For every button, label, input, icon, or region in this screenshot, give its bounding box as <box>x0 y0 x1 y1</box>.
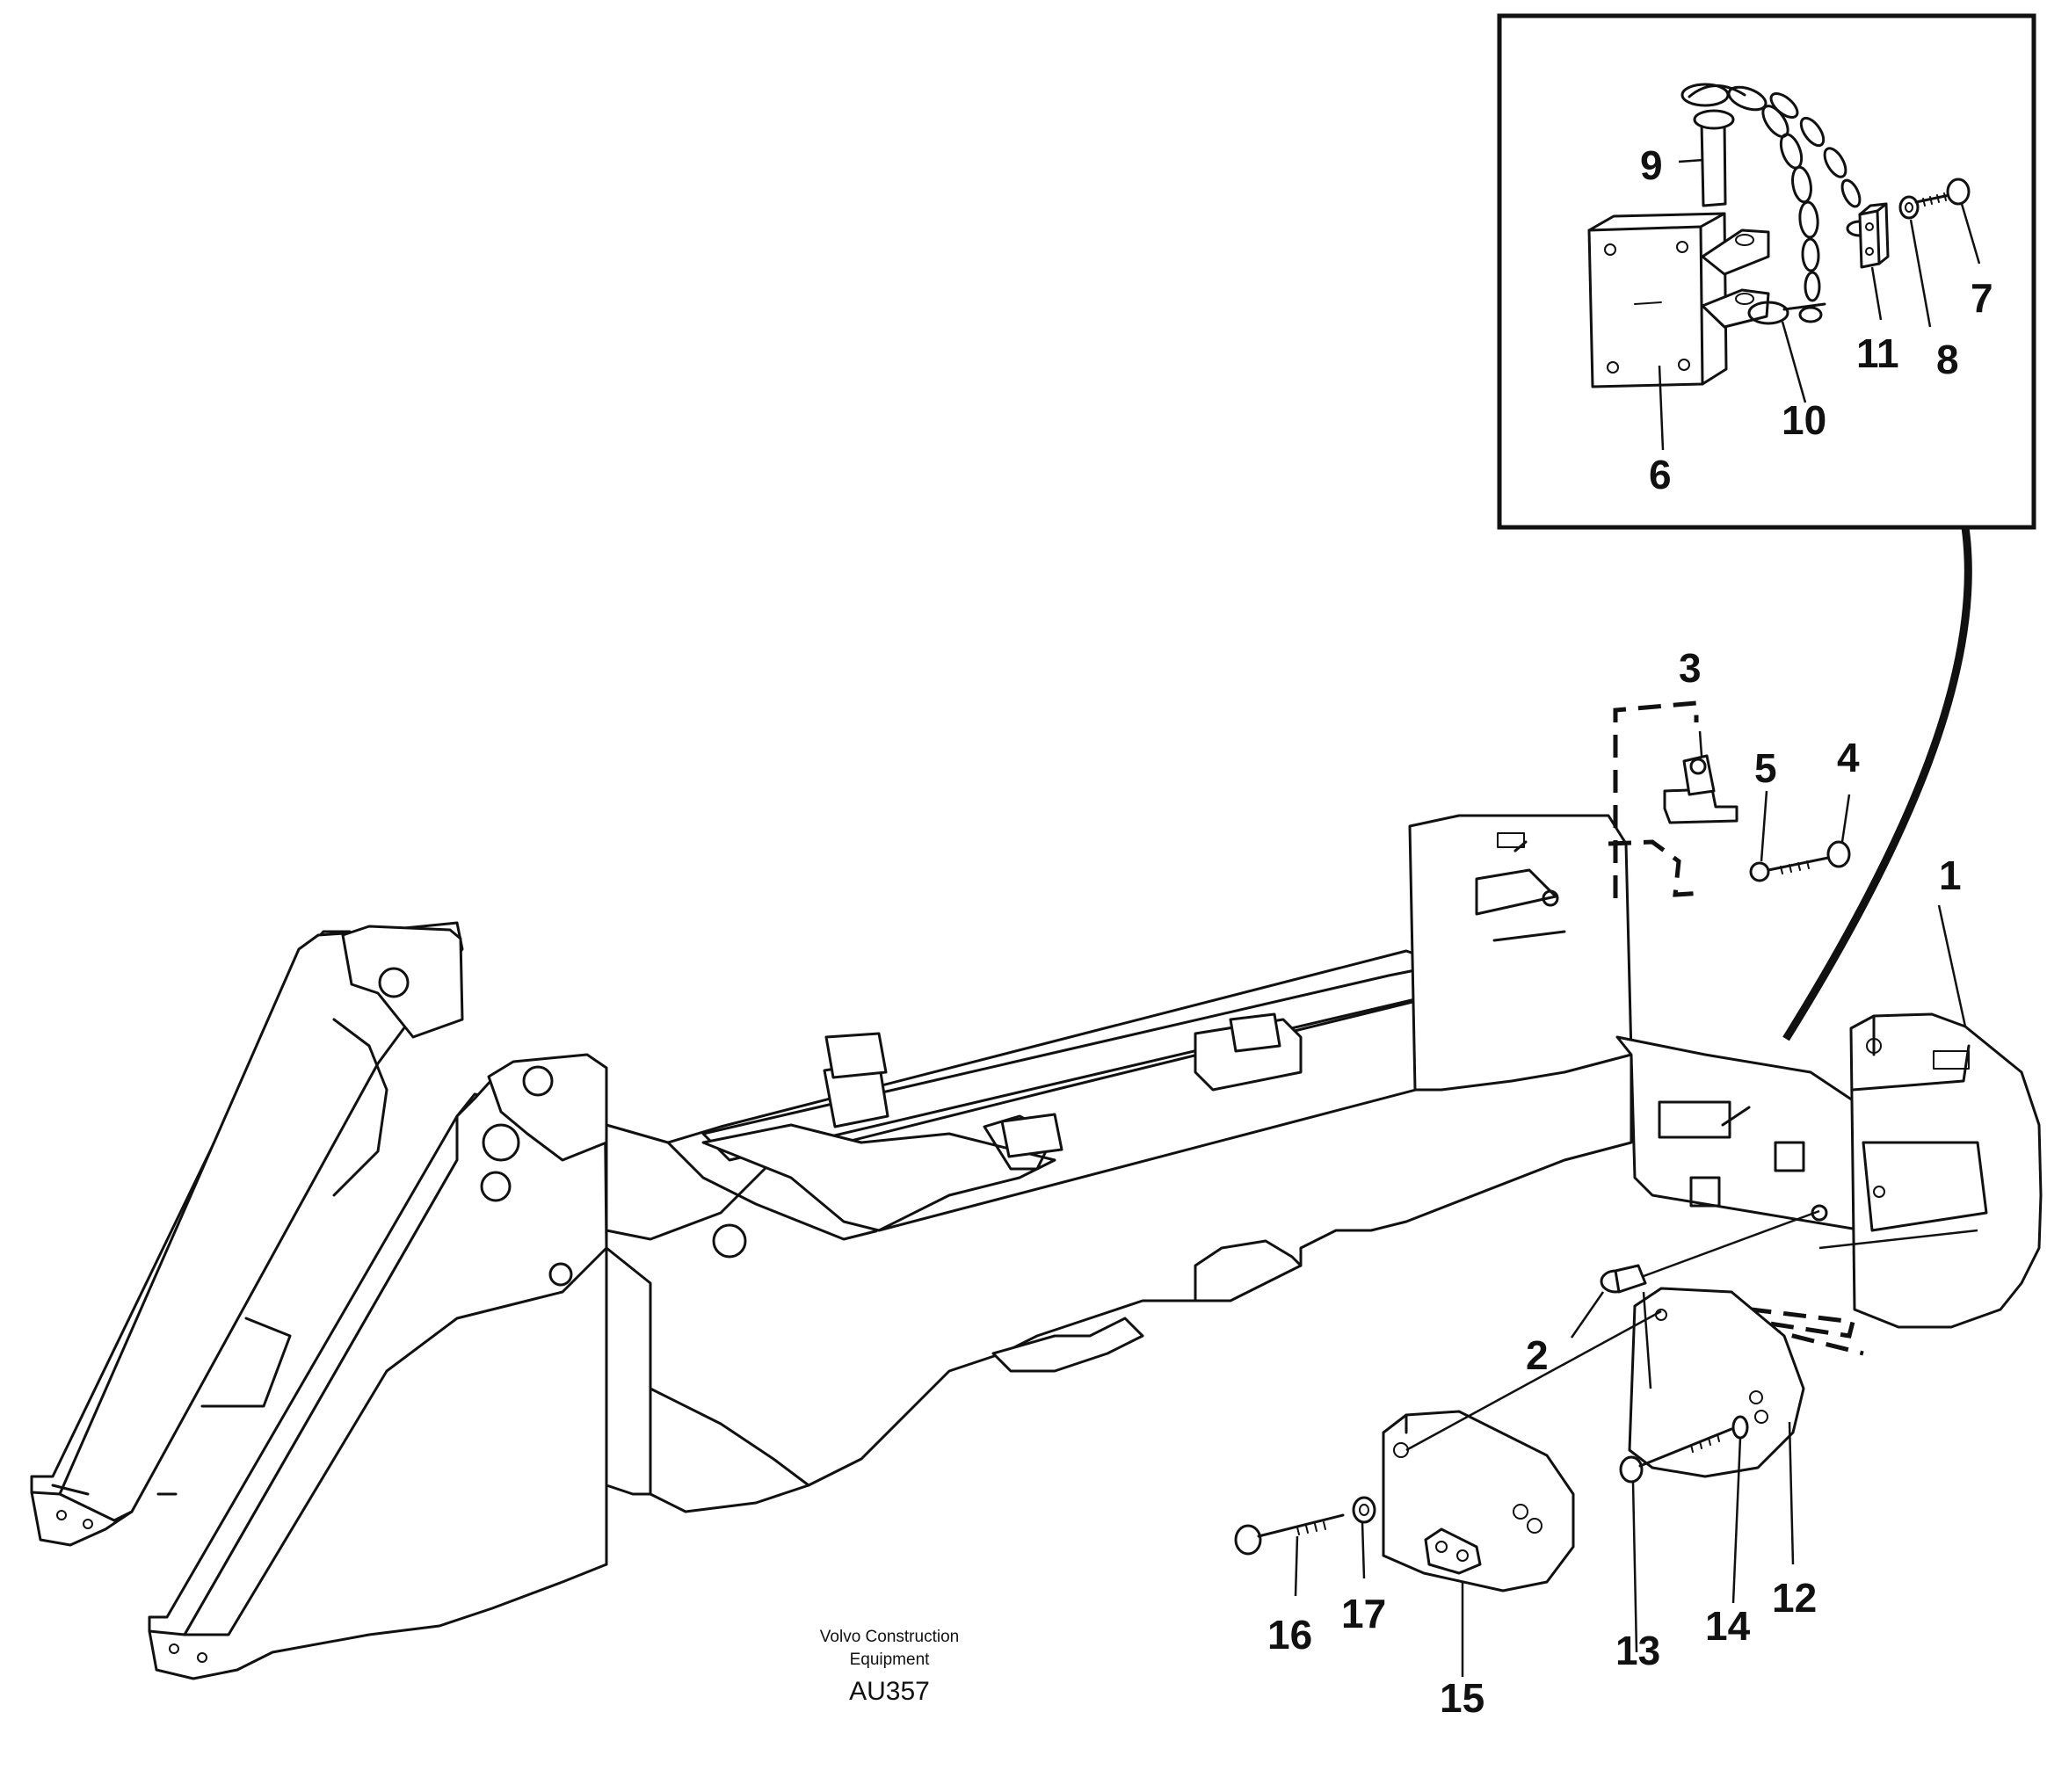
chain <box>1680 83 1874 323</box>
inset-frame <box>1497 13 2036 530</box>
bolt-16 <box>1234 1513 1345 1556</box>
callout-9: 9 <box>1640 142 1663 188</box>
washer-17 <box>1352 1496 1376 1524</box>
callout-14: 14 <box>1705 1603 1751 1649</box>
washer-14 <box>1731 1415 1749 1440</box>
callout-8: 8 <box>1936 337 1959 382</box>
lynch-pin <box>1747 301 1826 325</box>
plug-2 <box>1570 1209 1820 1339</box>
washer-8 <box>1898 195 1920 220</box>
callout-11: 11 <box>1856 330 1899 376</box>
washer-5 <box>1749 861 1770 882</box>
counterweight-1 <box>1849 1012 2043 1329</box>
callout-5: 5 <box>1754 745 1777 791</box>
callout-6: 6 <box>1649 452 1672 497</box>
credit-line-1: Volvo Construction <box>820 1628 959 1646</box>
counterweight-15 <box>1382 1310 1662 1677</box>
counterweight-12 <box>1628 1287 1805 1565</box>
callout-2: 2 <box>1526 1332 1549 1378</box>
callout-13: 13 <box>1615 1628 1660 1673</box>
drawing-code: AU357 <box>849 1677 930 1706</box>
inset-connector <box>1782 526 1972 1041</box>
callout-3: 3 <box>1679 645 1702 691</box>
callout-1: 1 <box>1939 852 1962 898</box>
loader-frame <box>30 700 2043 1680</box>
callout-15: 15 <box>1440 1675 1484 1721</box>
screw-4 <box>1767 840 1851 874</box>
inset-detail: 9 6 10 11 8 7 <box>1497 13 2036 530</box>
callout-7: 7 <box>1971 275 1993 321</box>
callout-10: 10 <box>1782 397 1826 443</box>
bolt-13 <box>1619 1427 1733 1484</box>
callout-17: 17 <box>1341 1591 1386 1636</box>
bracket-3 <box>1663 730 1738 824</box>
callout-12: 12 <box>1772 1575 1817 1621</box>
credit-line-2: Equipment <box>850 1651 931 1669</box>
chain-bracket <box>1858 202 1890 269</box>
callout-4: 4 <box>1837 735 1860 780</box>
screw-7 <box>1914 178 1971 207</box>
callout-16: 16 <box>1267 1612 1312 1658</box>
